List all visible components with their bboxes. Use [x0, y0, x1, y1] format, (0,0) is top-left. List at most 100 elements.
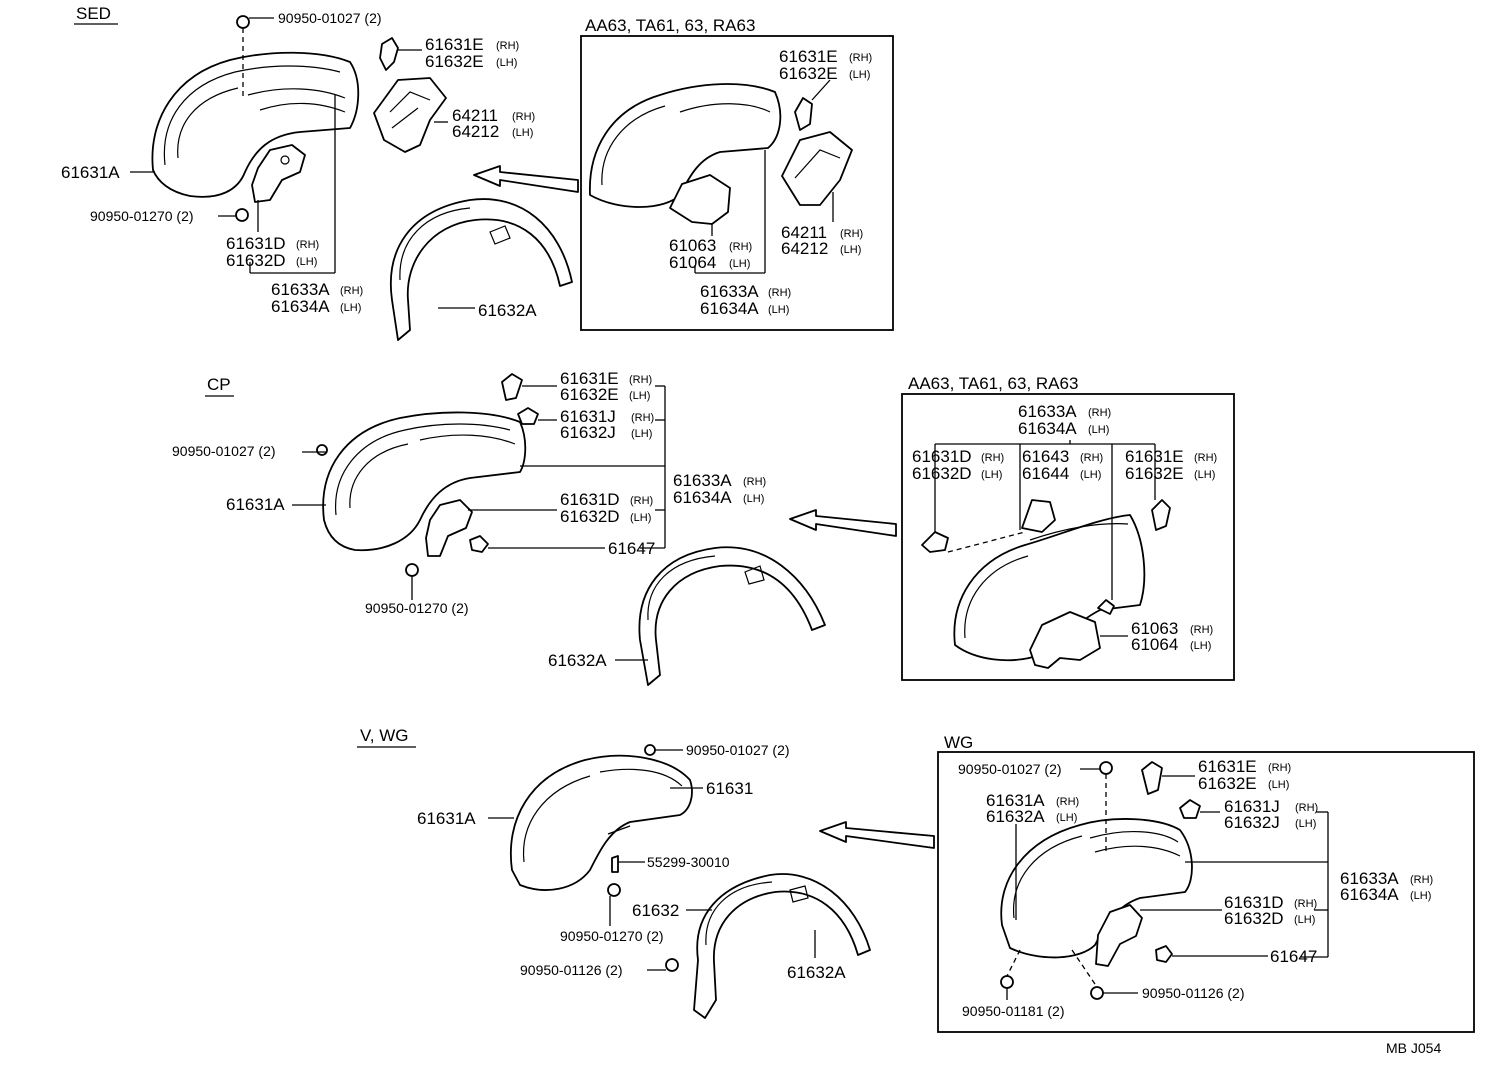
sed-label-61631E: 61631E	[425, 35, 484, 54]
cp-inset-tag-61634A: (LH)	[1088, 424, 1109, 436]
wg-label-61633A: 61633A	[1340, 869, 1399, 888]
vwg-label-61632: 61632	[632, 901, 679, 920]
cp-label-61632J: 61632J	[560, 423, 616, 442]
wg-tag-61632J: (LH)	[1295, 818, 1316, 830]
sed-diagram: 90950-01027 (2) 61631E (RH) 61632E (LH) …	[61, 10, 573, 341]
wg-tag-61631E: (RH)	[1268, 762, 1291, 774]
cp-tag-61632J: (LH)	[631, 428, 652, 440]
diagram-code: MB J054	[1386, 1040, 1441, 1056]
wg-label-61632J: 61632J	[1224, 813, 1280, 832]
cp-inset-tag-61631D: (RH)	[981, 452, 1004, 464]
section-label-cp: CP	[207, 375, 231, 394]
cp-label-90950-01027: 90950-01027 (2)	[172, 443, 276, 459]
sed-inset-label-61632E: 61632E	[779, 64, 838, 83]
sed-label-90950-01270: 90950-01270 (2)	[90, 208, 194, 224]
sed-inset-tag-61063: (RH)	[729, 241, 752, 253]
sed-inset-label-64211: 64211	[781, 223, 827, 242]
sed-inset-title: AA63, TA61, 63, RA63	[585, 16, 755, 35]
sed-tag-61632E: (LH)	[496, 57, 517, 69]
cp-inset-tag-61633A: (RH)	[1088, 407, 1111, 419]
sed-inset-box: AA63, TA61, 63, RA63 61631E (RH) 61632E …	[580, 16, 894, 331]
sed-inset-label-61064: 61064	[669, 253, 716, 272]
cp-tag-61634A: (LH)	[743, 493, 764, 505]
cp-inset-label-61643: 61643	[1022, 447, 1069, 466]
vwg-label-90950-01270: 90950-01270 (2)	[560, 928, 664, 944]
sed-inset-tag-61634A: (LH)	[768, 304, 789, 316]
vwg-label-90950-01027: 90950-01027 (2)	[686, 742, 790, 758]
sed-label-61631A: 61631A	[61, 163, 120, 182]
cp-label-61632E: 61632E	[560, 385, 619, 404]
cp-inset-tag-61644: (LH)	[1080, 469, 1101, 481]
cp-inset-label-61064: 61064	[1131, 635, 1178, 654]
cp-label-90950-01270: 90950-01270 (2)	[365, 600, 469, 616]
vwg-diagram: 90950-01027 (2) 61631 61631A 55299-30010…	[417, 742, 871, 1019]
cp-inset-box: AA63, TA61, 63, RA63 61633A (RH) 61634A …	[901, 374, 1235, 681]
sed-tag-61633A: (RH)	[340, 285, 363, 297]
wg-label-61632E: 61632E	[1198, 774, 1257, 793]
vwg-label-61631: 61631	[706, 779, 753, 798]
wg-label-61631E: 61631E	[1198, 757, 1257, 776]
section-label-v-wg: V, WG	[360, 726, 409, 745]
sed-inset-label-61634A: 61634A	[700, 299, 759, 318]
sed-label-61631D: 61631D	[226, 234, 286, 253]
wg-label-61634A: 61634A	[1340, 885, 1399, 904]
wg-inset-title: WG	[944, 733, 973, 752]
wg-label-61647: 61647	[1270, 947, 1317, 966]
sed-inset-tag-64212: (LH)	[840, 244, 861, 256]
vwg-label-61632A: 61632A	[787, 963, 846, 982]
wg-tag-61632D: (LH)	[1294, 914, 1315, 926]
sed-inset-label-61633A: 61633A	[700, 282, 759, 301]
cp-tag-61632D: (LH)	[630, 512, 651, 524]
sed-label-61632A: 61632A	[478, 301, 537, 320]
cp-inset-label-61063: 61063	[1131, 619, 1178, 638]
cp-label-61647: 61647	[608, 539, 655, 558]
sed-label-61633A: 61633A	[271, 280, 330, 299]
cp-tag-61633A: (RH)	[743, 476, 766, 488]
cp-label-61632D: 61632D	[560, 507, 620, 526]
sed-label-61634A: 61634A	[271, 297, 330, 316]
cp-tag-61631D: (RH)	[630, 495, 653, 507]
sed-tag-64212: (LH)	[512, 127, 533, 139]
wg-label-61631D: 61631D	[1224, 893, 1284, 912]
wg-tag-61634A: (LH)	[1410, 890, 1431, 902]
sed-tag-61634A: (LH)	[340, 302, 361, 314]
cp-inset-label-61644: 61644	[1022, 464, 1069, 483]
cp-inset-label-61632D: 61632D	[912, 464, 972, 483]
wg-label-90950-01126: 90950-01126 (2)	[1142, 985, 1244, 1001]
cp-inset-label-61634A: 61634A	[1018, 419, 1077, 438]
sed-label-61632D: 61632D	[226, 251, 286, 270]
vwg-arrow	[819, 821, 935, 849]
sed-inset-tag-61632E: (LH)	[849, 69, 870, 81]
cp-arrow	[789, 509, 897, 537]
sed-inset-tag-64211: (RH)	[840, 228, 863, 240]
cp-diagram: 61631E (RH) 61632E (LH) 61631J (RH) 6163…	[172, 369, 826, 686]
cp-inset-tag-61631E: (RH)	[1194, 452, 1217, 464]
wg-inset-box: WG 90950-01027 (2) 61631E (RH) 61632E (L…	[937, 733, 1475, 1033]
cp-label-61631A: 61631A	[226, 495, 285, 514]
cp-label-61631J: 61631J	[560, 407, 616, 426]
sed-tag-61631D: (RH)	[296, 239, 319, 251]
sed-label-90950-01027: 90950-01027 (2)	[278, 10, 382, 26]
cp-inset-tag-61063: (RH)	[1190, 624, 1213, 636]
cp-inset-tag-61064: (LH)	[1190, 640, 1211, 652]
wg-tag-61632A: (LH)	[1056, 812, 1077, 824]
cp-inset-label-61631D: 61631D	[912, 447, 972, 466]
cp-tag-61631J: (RH)	[631, 412, 654, 424]
sed-inset-label-61631E: 61631E	[779, 47, 838, 66]
section-label-sed: SED	[76, 4, 111, 23]
cp-label-61632A: 61632A	[548, 651, 607, 670]
sed-inset-tag-61631E: (RH)	[849, 52, 872, 64]
wg-tag-61633A: (RH)	[1410, 874, 1433, 886]
cp-inset-label-61633A: 61633A	[1018, 402, 1077, 421]
sed-tag-61632D: (LH)	[296, 256, 317, 268]
cp-tag-61631E: (RH)	[629, 374, 652, 386]
wg-label-61632A: 61632A	[986, 807, 1045, 826]
sed-label-64211: 64211	[452, 106, 498, 125]
cp-label-61634A: 61634A	[673, 488, 732, 507]
cp-label-61631E: 61631E	[560, 369, 619, 388]
sed-tag-64211: (RH)	[512, 111, 535, 123]
wg-tag-61632E: (LH)	[1268, 779, 1289, 791]
cp-inset-tag-61632E: (LH)	[1194, 469, 1215, 481]
wg-label-90950-01181: 90950-01181 (2)	[962, 1003, 1064, 1019]
